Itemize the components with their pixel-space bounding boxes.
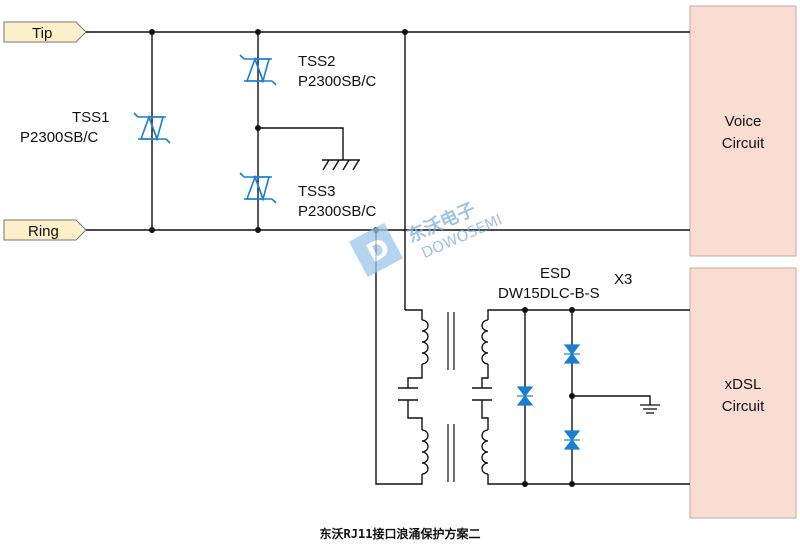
voice-block-label-1: Voice — [725, 113, 762, 130]
esd-tvs-3 — [563, 430, 581, 450]
xdsl-block-label-1: xDSL — [725, 376, 762, 393]
xdsl-circuit-block — [689, 267, 797, 519]
esd-tvs-1 — [516, 386, 534, 406]
ring-port-label: Ring — [28, 223, 59, 240]
voice-circuit-block — [689, 5, 797, 257]
tip-port — [3, 21, 87, 43]
tss2-name: TSS2 — [298, 53, 336, 70]
tss2-part: P2300SB/C — [298, 73, 377, 90]
tss1-part: P2300SB/C — [20, 129, 99, 146]
voice-block-label-2: Circuit — [722, 135, 765, 152]
capacitors — [398, 387, 492, 401]
transformer-cores — [447, 312, 455, 482]
esd-qty: X3 — [614, 271, 632, 288]
ring-port — [3, 219, 87, 241]
tip-port-label: Tip — [32, 25, 52, 42]
tss3-name: TSS3 — [298, 183, 336, 200]
tss1-name: TSS1 — [72, 109, 110, 126]
tss3-symbol — [239, 172, 277, 204]
esd-tvs-2 — [563, 344, 581, 364]
diagram-caption: 东沃RJ11接口浪涌保护方案二 — [320, 526, 481, 541]
tss3-part: P2300SB/C — [298, 203, 377, 220]
tss2-symbol — [239, 54, 277, 86]
dowosemi-watermark-logo: D 东沃电子 DOWOSEMI — [348, 198, 505, 278]
xdsl-block-label-2: Circuit — [722, 398, 765, 415]
tss1-symbol — [133, 112, 171, 144]
ground-symbol-esd — [640, 404, 660, 414]
transformer-coils — [421, 319, 489, 475]
esd-name: ESD — [540, 265, 571, 282]
esd-part: DW15DLC-B-S — [498, 285, 600, 302]
ground-symbol-tss — [322, 159, 360, 171]
